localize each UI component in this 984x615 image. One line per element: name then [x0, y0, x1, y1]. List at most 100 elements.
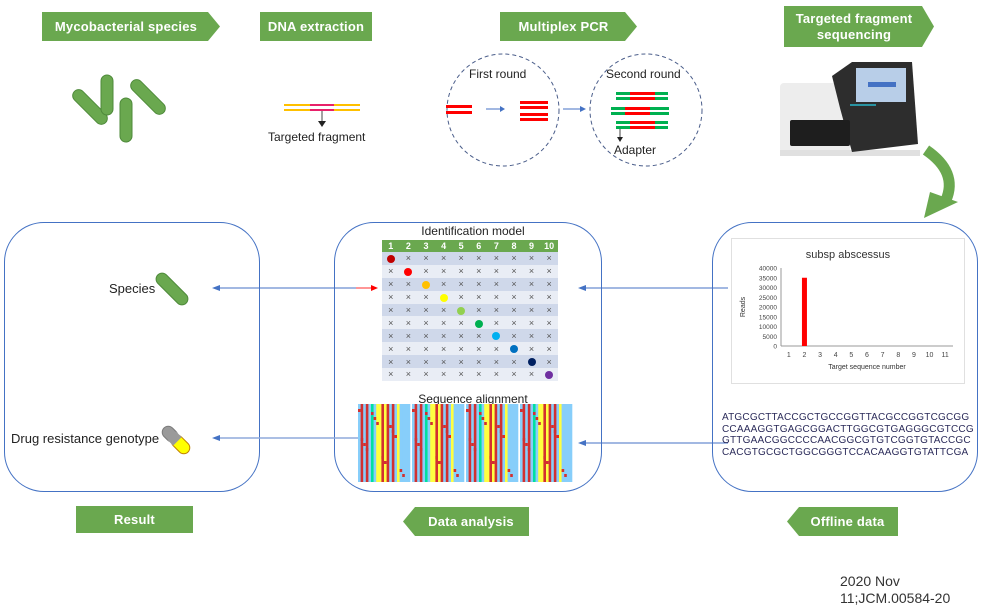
match-dot [509, 345, 518, 354]
no-match-cell: × [505, 355, 523, 369]
match-cell [434, 290, 453, 304]
alignment-column [492, 404, 495, 482]
no-match-cell: × [382, 316, 400, 330]
alignment-column [556, 404, 560, 482]
alignment-mismatch [561, 469, 565, 472]
alignment-column [438, 404, 441, 482]
alignment-mismatch [489, 456, 492, 459]
no-match-cell: × [487, 252, 506, 265]
result-panel [4, 222, 260, 492]
no-match-cell: × [505, 368, 523, 381]
alignment-mismatch [402, 474, 405, 477]
no-match-cell: × [469, 264, 488, 278]
no-match-cell: × [417, 342, 435, 356]
alignment-mismatch [522, 438, 526, 441]
no-match-cell: × [487, 316, 506, 330]
no-match-cell: × [399, 355, 418, 369]
alignment-column [394, 404, 398, 482]
alignment-column [407, 404, 411, 482]
no-match-cell: × [399, 342, 418, 356]
table-row: ××××××××× [382, 264, 558, 278]
no-match-cell: × [452, 355, 470, 369]
alignment-column [414, 404, 418, 482]
table-row: ××××××××× [382, 277, 558, 291]
alignment-mismatch [384, 461, 387, 464]
alignment-mismatch [425, 412, 428, 415]
column-header: 9 [522, 240, 541, 252]
alignment-mismatch [394, 435, 397, 438]
y-axis-label: Reads [740, 296, 747, 317]
alignment-column [432, 404, 436, 482]
no-match-cell: × [522, 277, 541, 291]
step-offline-data: Offline data [787, 507, 898, 536]
match-dot [386, 255, 395, 264]
y-tick-label: 10000 [759, 324, 777, 331]
table-row: ××××××××× [382, 355, 558, 369]
alignment-column [422, 404, 426, 482]
alignment-mismatch [466, 409, 469, 412]
alignment-column [561, 404, 565, 482]
alignment-column [512, 404, 516, 482]
adapter-label: Adapter [614, 143, 657, 157]
no-match-cell: × [522, 290, 541, 304]
alignment-column [533, 404, 536, 482]
column-header: 10 [540, 240, 558, 252]
no-match-cell: × [505, 252, 523, 265]
no-match-cell: × [417, 303, 435, 317]
match-cell [469, 316, 488, 330]
no-match-cell: × [505, 329, 523, 343]
no-match-cell: × [469, 355, 488, 369]
alignment-column [481, 404, 485, 482]
alignment-mismatch [414, 438, 418, 441]
step-multiplex-pcr: Multiplex PCR [500, 12, 637, 41]
no-match-cell: × [469, 290, 488, 304]
chart-title: subsp abscessus [806, 249, 891, 261]
no-match-cell: × [434, 355, 453, 369]
sequence-line: GTTGAACGGCCCCAACGGCGTGTCGGTGTACCGC [722, 435, 971, 446]
no-match-cell: × [417, 368, 435, 381]
no-match-cell: × [540, 329, 558, 343]
no-match-cell: × [399, 316, 418, 330]
no-match-cell: × [417, 264, 435, 278]
sequence-alignment-title: Sequence alignment [418, 392, 528, 406]
alignment-column [451, 404, 454, 482]
alignment-mismatch [412, 409, 415, 412]
alignment-mismatch [365, 448, 369, 451]
alignment-mismatch [453, 469, 457, 472]
alignment-column [546, 404, 549, 482]
alignment-mismatch [389, 425, 392, 428]
alignment-mismatch [481, 417, 485, 420]
no-match-cell: × [540, 252, 558, 265]
no-match-cell: × [452, 264, 470, 278]
multiplex-pcr-diagram [446, 53, 703, 167]
sequence-line: CACGTGCGCTGGCGGGTCCACAAGGTGTATTCGA [722, 446, 969, 458]
no-match-cell: × [469, 342, 488, 356]
no-match-cell: × [382, 329, 400, 343]
column-header: 7 [487, 240, 506, 252]
column-header: 2 [399, 240, 418, 252]
no-match-cell: × [434, 368, 453, 381]
alignment-mismatch [427, 417, 431, 420]
alignment-mismatch [417, 443, 420, 446]
no-match-cell: × [505, 277, 523, 291]
no-match-cell: × [540, 264, 558, 278]
alignment-mismatch [479, 412, 482, 415]
offline-to-analysis-arrows [578, 285, 728, 446]
column-header: 3 [417, 240, 435, 252]
no-match-cell: × [452, 277, 470, 291]
y-tick-label: 0 [773, 344, 777, 351]
match-cell [399, 264, 418, 278]
y-tick-label: 40000 [759, 266, 777, 273]
alignment-mismatch [391, 430, 395, 433]
alignment-mismatch [497, 425, 500, 428]
no-match-cell: × [469, 277, 488, 291]
alignment-column [360, 404, 364, 482]
alignment-mismatch [381, 456, 384, 459]
y-tick-label: 30000 [759, 285, 777, 292]
alignment-column [391, 404, 395, 482]
step-data-analysis: Data analysis [403, 507, 529, 536]
no-match-cell: × [434, 316, 453, 330]
no-match-cell: × [399, 252, 418, 265]
sequence-alignment-heatmap [358, 404, 573, 482]
alignment-mismatch [520, 409, 523, 412]
